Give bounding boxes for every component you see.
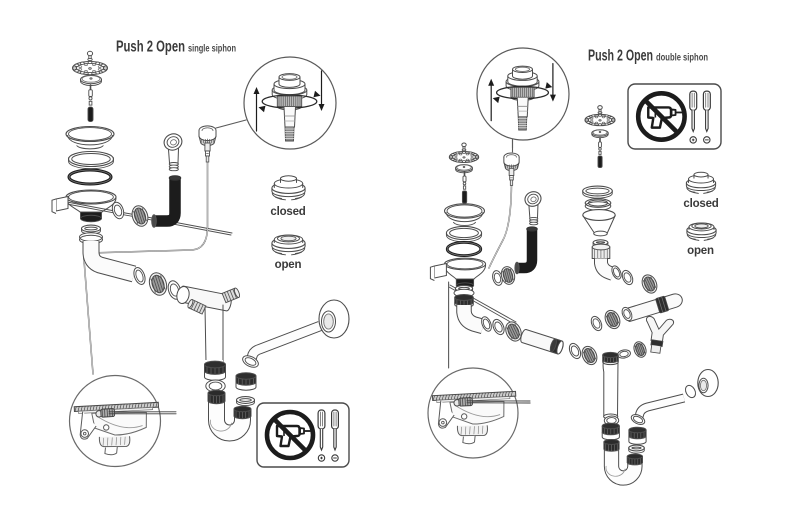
svg-text:single siphon: single siphon [188, 43, 236, 55]
svg-text:closed: closed [683, 198, 718, 210]
svg-text:open: open [687, 245, 714, 257]
svg-text:open: open [275, 259, 302, 271]
svg-text:closed: closed [270, 206, 305, 218]
svg-text:double siphon: double siphon [656, 52, 708, 64]
svg-text:Push 2 Open: Push 2 Open [588, 48, 653, 65]
svg-text:Push 2 Open: Push 2 Open [116, 39, 185, 56]
